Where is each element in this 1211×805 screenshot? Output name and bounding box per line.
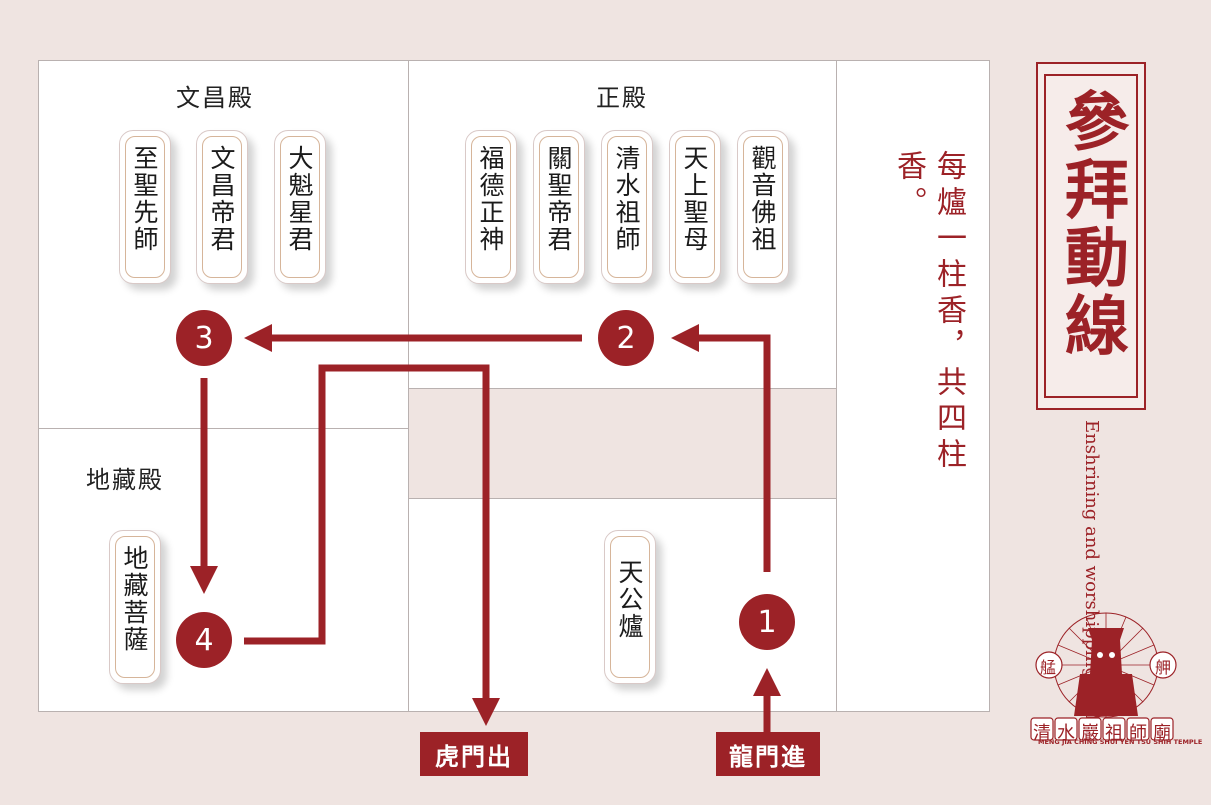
deity-plaque: 至聖先師: [119, 130, 171, 284]
page-title: 參拜動線: [1054, 88, 1128, 360]
deity-plaque: 觀音佛祖: [737, 130, 789, 284]
deity-name: 福德正神: [476, 145, 505, 253]
logo-name-char: 祖: [1105, 723, 1123, 744]
deity-plaque: 大魁星君: [274, 130, 326, 284]
deity-name: 地藏菩薩: [120, 545, 149, 653]
deity-name: 文昌帝君: [207, 145, 236, 253]
deity-plaque: 地藏菩薩: [109, 530, 161, 684]
logo-char-right: 舺: [1155, 658, 1172, 677]
exit-gate-label: 虎門出: [420, 732, 528, 776]
deity-name: 天上聖母: [680, 145, 709, 253]
arrow-4-to-exit: [244, 364, 500, 726]
deity-plaque: 關聖帝君: [533, 130, 585, 284]
room-dizang-hall: [38, 428, 410, 712]
logo-name-char: 師: [1129, 723, 1147, 744]
logo-name-char: 巖: [1081, 723, 1099, 744]
room-side-panel: [836, 60, 990, 712]
deity-name: 清水祖師: [612, 145, 641, 253]
hall-title-dizang: 地藏殿: [86, 466, 164, 494]
logo-name-char: 廟: [1153, 723, 1171, 744]
entrance-gate-label: 龍門進: [716, 732, 820, 776]
deity-plaque: 天上聖母: [669, 130, 721, 284]
censer-plaque: 天公爐: [604, 530, 656, 684]
title-frame: [1036, 62, 1146, 410]
deity-name: 觀音佛祖: [748, 145, 777, 253]
deity-plaque: 文昌帝君: [196, 130, 248, 284]
step-1-marker: 1: [739, 594, 795, 650]
step-4-marker: 4: [176, 612, 232, 668]
censer-name: 天公爐: [615, 559, 644, 640]
deity-plaque: 清水祖師: [601, 130, 653, 284]
logo-english-name: MENG JIA CHING SHUI YEN TSU SHIH TEMPLE: [1038, 738, 1203, 746]
incense-note: 每爐一柱香，共四柱香。: [891, 150, 966, 474]
hall-title-main: 正殿: [596, 84, 648, 112]
step-2-marker: 2: [598, 310, 654, 366]
deity-name: 至聖先師: [130, 145, 159, 253]
deity-plaque: 福德正神: [465, 130, 517, 284]
deity-name: 大魁星君: [285, 145, 314, 253]
hall-title-wenchang: 文昌殿: [176, 84, 254, 112]
deity-name: 關聖帝君: [544, 145, 573, 253]
logo-char-left: 艋: [1040, 658, 1057, 677]
logo-name-char: 水: [1057, 723, 1075, 744]
arrow-1-to-2: [671, 324, 771, 572]
step-3-marker: 3: [176, 310, 232, 366]
logo-name-char: 清: [1033, 723, 1051, 744]
